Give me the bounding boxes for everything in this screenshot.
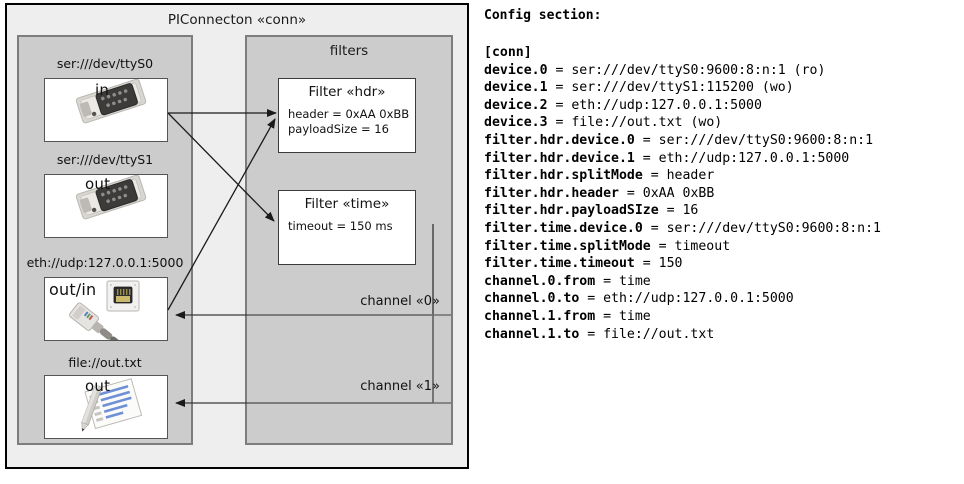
config-line-value: = time [595, 273, 651, 289]
config-line-key: channel.0.from [484, 273, 596, 289]
config-line-key: device.1 [484, 80, 548, 96]
config-line-value: = 150 [634, 256, 683, 272]
config-section: Config section: [conn] device.0 = ser:///… [482, 0, 964, 484]
device-direction-ttys0: in [95, 81, 110, 99]
config-line: channel.1.to = file://out.txt [484, 326, 881, 344]
config-line-key: filter.hdr.device.1 [484, 150, 635, 166]
config-line-key: filter.hdr.splitMode [484, 168, 643, 184]
config-line-value: = ser:///dev/ttyS1:115200 (wo) [547, 80, 794, 96]
config-line-key: filter.hdr.device.0 [484, 132, 635, 148]
config-line: [conn] [484, 44, 881, 62]
diagram-title: PIConnecton «conn» [167, 12, 307, 28]
device-label-ttys1: ser:///dev/ttyS1 [56, 152, 154, 167]
filter-box-hdr[interactable]: Filter «hdr» header = 0xAA 0xBB payloadS… [278, 78, 416, 153]
config-line-key: filter.hdr.payloadSIze [484, 203, 659, 219]
config-line: channel.0.from = time [484, 273, 881, 291]
device-direction-ttys1: out [85, 175, 111, 193]
device-card-file[interactable]: out [44, 375, 168, 439]
config-line-value: = eth://udp:127.0.0.1:5000 [634, 150, 850, 166]
config-line: filter.hdr.splitMode = header [484, 167, 881, 185]
channel-label-1: channel «1» [360, 379, 440, 394]
device-card-eth[interactable]: out/in [44, 277, 168, 341]
filter-props-time: timeout = 150 ms [288, 219, 393, 234]
config-heading: Config section: [484, 8, 602, 23]
config-line: device.1 = ser:///dev/ttyS1:115200 (wo) [484, 79, 881, 97]
config-line-value: = header [642, 168, 715, 184]
config-line-key: channel.0.to [484, 291, 580, 307]
config-line: device.3 = file://out.txt (wo) [484, 114, 881, 132]
config-line: device.2 = eth://udp:127.0.0.1:5000 [484, 97, 881, 115]
device-card-ttys1[interactable]: out [44, 174, 168, 238]
config-line-value: = file://out.txt [579, 326, 715, 342]
config-line-value: = file://out.txt (wo) [547, 115, 723, 131]
config-line-value: = ser:///dev/ttyS0:9600:8:n:1 (ro) [547, 62, 826, 78]
config-line-value: = ser:///dev/ttyS0:9600:8:n:1 [642, 220, 881, 236]
config-line-value: = 16 [658, 203, 699, 219]
config-line-key: device.2 [484, 97, 548, 113]
config-line-key: filter.time.timeout [484, 256, 635, 272]
config-line: filter.hdr.payloadSIze = 16 [484, 202, 881, 220]
channel-label-0: channel «0» [360, 294, 440, 309]
filter-title-hdr: Filter «hdr» [308, 84, 386, 100]
config-lines: [conn] device.0 = ser:///dev/ttyS0:9600:8… [484, 44, 881, 343]
config-line: channel.0.to = eth://udp:127.0.0.1:5000 [484, 290, 881, 308]
connection-diagram: PIConnecton «conn» ser:///dev/ttyS0 in [0, 0, 478, 484]
config-line-value: = eth://udp:127.0.0.1:5000 [547, 97, 762, 113]
serial-port-icon [75, 79, 147, 124]
config-line-key: device.3 [484, 115, 548, 131]
filter-title-time: Filter «time» [304, 196, 390, 212]
config-line-value: = ser:///dev/ttyS0:9600:8:n:1 [634, 132, 874, 148]
config-line-key: filter.hdr.header [484, 185, 619, 201]
config-line-key: filter.time.device.0 [484, 220, 643, 236]
filter-prop: header = 0xAA 0xBB [288, 107, 410, 121]
config-line: filter.hdr.device.1 = eth://udp:127.0.0.… [484, 150, 881, 168]
filter-box-time[interactable]: Filter «time» timeout = 150 ms [278, 190, 416, 265]
config-line-key: filter.time.splitMode [484, 238, 651, 254]
ethernet-jack-icon [69, 280, 140, 340]
config-line: filter.hdr.header = 0xAA 0xBB [484, 185, 881, 203]
config-line-key: channel.1.to [484, 326, 580, 342]
config-line: filter.hdr.device.0 = ser:///dev/ttyS0:9… [484, 132, 881, 150]
config-line: filter.time.splitMode = timeout [484, 238, 881, 256]
device-label-eth: eth://udp:127.0.0.1:5000 [26, 255, 184, 270]
device-direction-eth: out/in [49, 280, 97, 299]
device-direction-file: out [85, 377, 111, 395]
config-line: channel.1.from = time [484, 308, 881, 326]
config-line-value: = time [595, 308, 651, 324]
serial-port-icon [75, 175, 147, 220]
device-card-ttys0[interactable]: in [44, 78, 168, 142]
config-line-key: channel.1.from [484, 308, 596, 324]
config-line-key: [conn] [484, 45, 532, 60]
filter-prop: timeout = 150 ms [288, 219, 393, 233]
config-line: device.0 = ser:///dev/ttyS0:9600:8:n:1 (… [484, 62, 881, 80]
filter-prop: payloadSize = 16 [288, 122, 389, 136]
filters-group-title: filters [329, 43, 369, 59]
config-line: filter.time.timeout = 150 [484, 255, 881, 273]
config-line-value: = timeout [650, 238, 731, 254]
device-label-file: file://out.txt [68, 355, 142, 370]
config-line-value: = eth://udp:127.0.0.1:5000 [579, 291, 794, 307]
config-line-key: device.0 [484, 62, 548, 78]
config-line: filter.time.device.0 = ser:///dev/ttyS0:… [484, 220, 881, 238]
filter-props-hdr: header = 0xAA 0xBB payloadSize = 16 [288, 107, 409, 137]
document-pencil-icon [81, 378, 143, 432]
config-line-value: = 0xAA 0xBB [618, 185, 715, 201]
device-label-ttys0: ser:///dev/ttyS0 [56, 56, 154, 71]
